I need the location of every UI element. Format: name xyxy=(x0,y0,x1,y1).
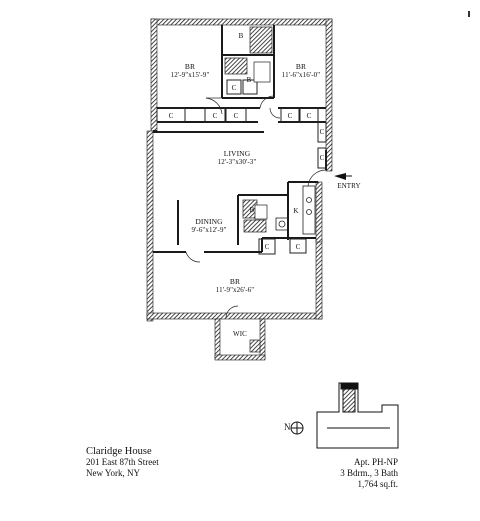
closet-label: C xyxy=(168,112,174,120)
room-dims: 11'-6"x16'-0" xyxy=(281,71,321,79)
kitchen-counters xyxy=(275,185,316,235)
room-name: LIVING xyxy=(223,149,251,158)
room-br-bottom: BR 11'-9"x26'-6" xyxy=(208,277,262,295)
room-name: BR xyxy=(295,62,307,71)
room-dims: 12'-3"x30'-3" xyxy=(217,158,257,166)
bath-label: B xyxy=(238,32,244,40)
closet-label: C xyxy=(287,112,293,120)
closet-label: C xyxy=(319,154,325,162)
room-br-left: BR 12'-9"x15'-9" xyxy=(168,62,212,80)
unit-apt: Apt. PH-NP xyxy=(353,457,398,467)
room-dims: 9'-6"x12'-9" xyxy=(191,226,227,234)
closet-label: C xyxy=(295,243,301,251)
room-name: DINING xyxy=(195,217,223,226)
closets xyxy=(156,79,327,255)
bath-fixtures xyxy=(224,26,273,353)
key-plan xyxy=(316,382,399,449)
bath-label: B xyxy=(249,206,255,214)
room-name: BR xyxy=(184,62,196,71)
unit-area: 1,764 sq.ft. xyxy=(357,479,399,489)
closet-label: C xyxy=(231,84,237,92)
door-swings xyxy=(185,95,327,319)
compass-icon xyxy=(290,421,304,435)
room-wic: WIC xyxy=(233,330,247,338)
building-address: 201 East 87th Street xyxy=(86,457,159,467)
closet-label: C xyxy=(306,112,312,120)
exterior-walls xyxy=(146,18,333,361)
closet-label: C xyxy=(264,243,270,251)
room-dining: DINING 9'-6"x12'-9" xyxy=(184,217,234,235)
corner-mark xyxy=(468,11,470,17)
unit-info: Apt. PH-NP 3 Bdrm., 3 Bath 1,764 sq.ft. xyxy=(306,457,398,490)
room-br-right: BR 11'-6"x16'-0" xyxy=(278,62,324,80)
room-kitchen: K xyxy=(293,207,299,215)
entry-arrow xyxy=(334,173,352,180)
closet-label: C xyxy=(319,128,325,136)
room-dims: 11'-9"x26'-6" xyxy=(215,286,255,294)
room-dims: 12'-9"x15'-9" xyxy=(170,71,210,79)
room-name: BR xyxy=(229,277,241,286)
entry-label: ENTRY xyxy=(337,182,361,190)
unit-rooms: 3 Bdrm., 3 Bath xyxy=(340,468,398,478)
bath-label: B xyxy=(246,76,252,84)
building-city: New York, NY xyxy=(86,468,141,478)
building-name: Claridge House xyxy=(86,446,152,457)
compass-north-label: N xyxy=(284,422,291,432)
closet-label: C xyxy=(212,112,218,120)
closet-label: C xyxy=(233,112,239,120)
room-living: LIVING 12'-3"x30'-3" xyxy=(205,149,269,167)
building-info: Claridge House 201 East 87th Street New … xyxy=(86,446,226,479)
